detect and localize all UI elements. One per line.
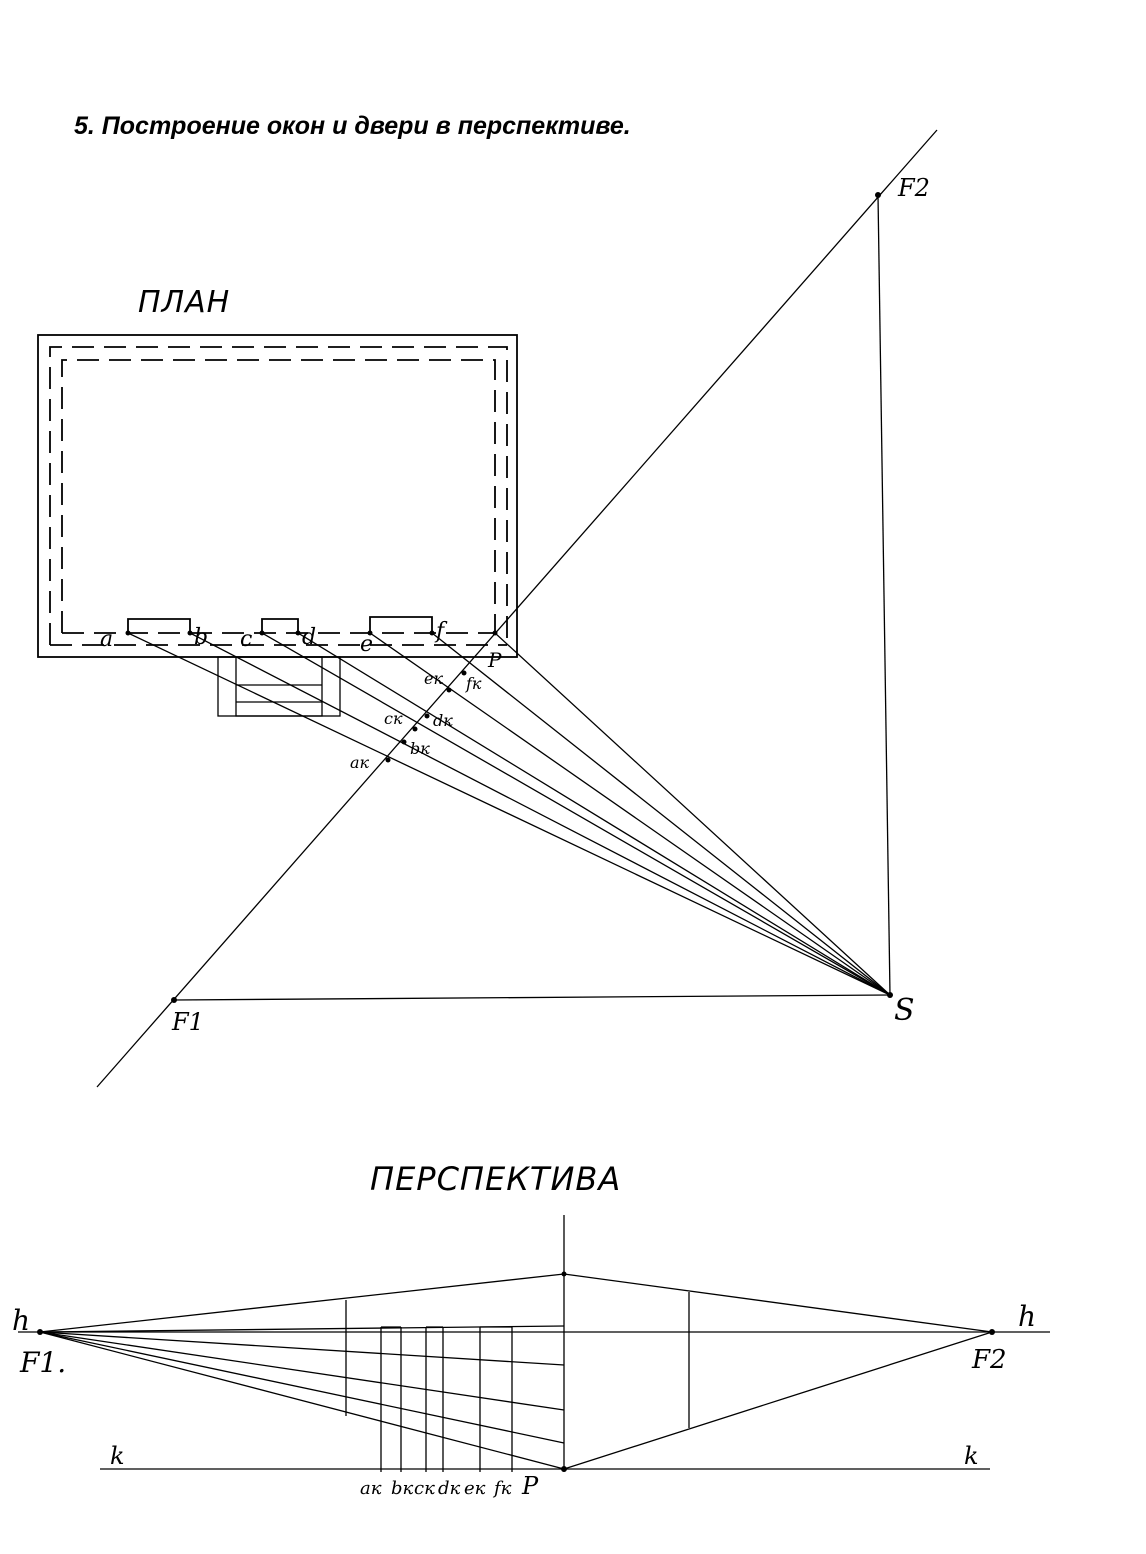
- label-bottom-fk: fк: [492, 1478, 512, 1499]
- label-P: P: [487, 648, 502, 672]
- label-a: a: [100, 627, 113, 652]
- label-e: e: [360, 632, 373, 657]
- label-ck: cк: [384, 709, 403, 728]
- f1-ray-1: [39, 1325, 565, 1333]
- persp-point-F1: [37, 1329, 43, 1335]
- perspective-caption: ПЕРСПЕКТИВА: [370, 1160, 621, 1198]
- persp-point-top: [561, 1271, 567, 1277]
- label-bottom-dk: dк: [438, 1478, 461, 1499]
- point-dk: [424, 713, 430, 719]
- point-c: [259, 630, 265, 636]
- left-roof-line: [39, 1273, 565, 1333]
- point-a: [125, 630, 131, 636]
- label-h-left: h: [12, 1304, 30, 1337]
- label-F2: F2: [897, 174, 930, 202]
- plan-inner-dashed-inner: [61, 359, 496, 633]
- plan-outer-wall: [37, 334, 518, 658]
- label-F2-persp: F2: [971, 1345, 1007, 1375]
- perspective-building: [39, 1273, 993, 1472]
- plan-inner-dashed-outer: [49, 346, 508, 645]
- ray-e: [369, 632, 891, 996]
- label-F1-persp: F1.: [19, 1346, 66, 1379]
- point-b: [187, 630, 193, 636]
- point-e: [367, 630, 373, 636]
- plan-window-ef: [369, 616, 433, 633]
- point-F1: [171, 997, 177, 1003]
- label-h-right: h: [1018, 1300, 1036, 1333]
- ray-d: [297, 632, 891, 996]
- label-ak: aк: [350, 753, 370, 772]
- label-f: f: [434, 619, 448, 644]
- label-b: b: [194, 625, 208, 650]
- plan-caption: ПЛАН: [138, 285, 230, 320]
- f1-s-line: [173, 994, 891, 1001]
- picture-plane-line: [96, 129, 938, 1088]
- label-S: S: [894, 993, 915, 1028]
- point-d: [295, 630, 301, 636]
- persp-point-P: [561, 1466, 567, 1472]
- plan-building: [37, 334, 518, 717]
- visual-rays: [127, 632, 891, 996]
- point-ak: [385, 757, 391, 763]
- label-ek: eк: [424, 669, 443, 688]
- point-ck: [412, 726, 418, 732]
- page-title: 5. Построение окон и двери в перспективе…: [74, 112, 631, 140]
- persp-point-F2: [989, 1329, 995, 1335]
- label-dk: dк: [433, 711, 453, 730]
- label-fk: fк: [465, 674, 482, 693]
- label-c: c: [240, 627, 252, 652]
- label-bottom-ck: cк: [414, 1478, 435, 1499]
- label-F1: F1: [171, 1008, 204, 1036]
- point-bk: [401, 739, 407, 745]
- label-bottom-bk: bк: [391, 1478, 414, 1499]
- point-fk: [461, 670, 467, 676]
- plan-window-ab: [127, 618, 191, 633]
- plan-window-cd: [261, 618, 299, 633]
- f2-s-line: [877, 194, 891, 996]
- point-ek: [446, 687, 452, 693]
- f1-ray-2: [39, 1331, 565, 1366]
- label-bk: bк: [410, 739, 430, 758]
- label-d: d: [302, 625, 316, 650]
- point-f: [429, 630, 435, 636]
- right-roof-line: [563, 1273, 993, 1333]
- plan-points: [125, 192, 893, 1003]
- point-p: [492, 630, 498, 636]
- ray-b: [189, 632, 891, 996]
- right-ground-line: [563, 1331, 993, 1470]
- ray-f: [431, 632, 891, 996]
- f1-ray-3: [39, 1331, 565, 1411]
- label-k-right: k: [964, 1442, 979, 1470]
- ray-c: [261, 632, 891, 996]
- point-S: [887, 992, 893, 998]
- left-ground-line: [39, 1331, 565, 1470]
- plan-porch-inner: [235, 656, 323, 717]
- ray-p: [494, 632, 891, 996]
- label-bottom-P: P: [521, 1472, 539, 1500]
- label-k-left: k: [110, 1442, 125, 1470]
- point-F2: [875, 192, 881, 198]
- ray-a: [127, 632, 891, 996]
- f1-ray-4: [39, 1331, 565, 1444]
- label-bottom-ak: aк: [360, 1478, 382, 1499]
- label-bottom-ek: eк: [464, 1478, 486, 1499]
